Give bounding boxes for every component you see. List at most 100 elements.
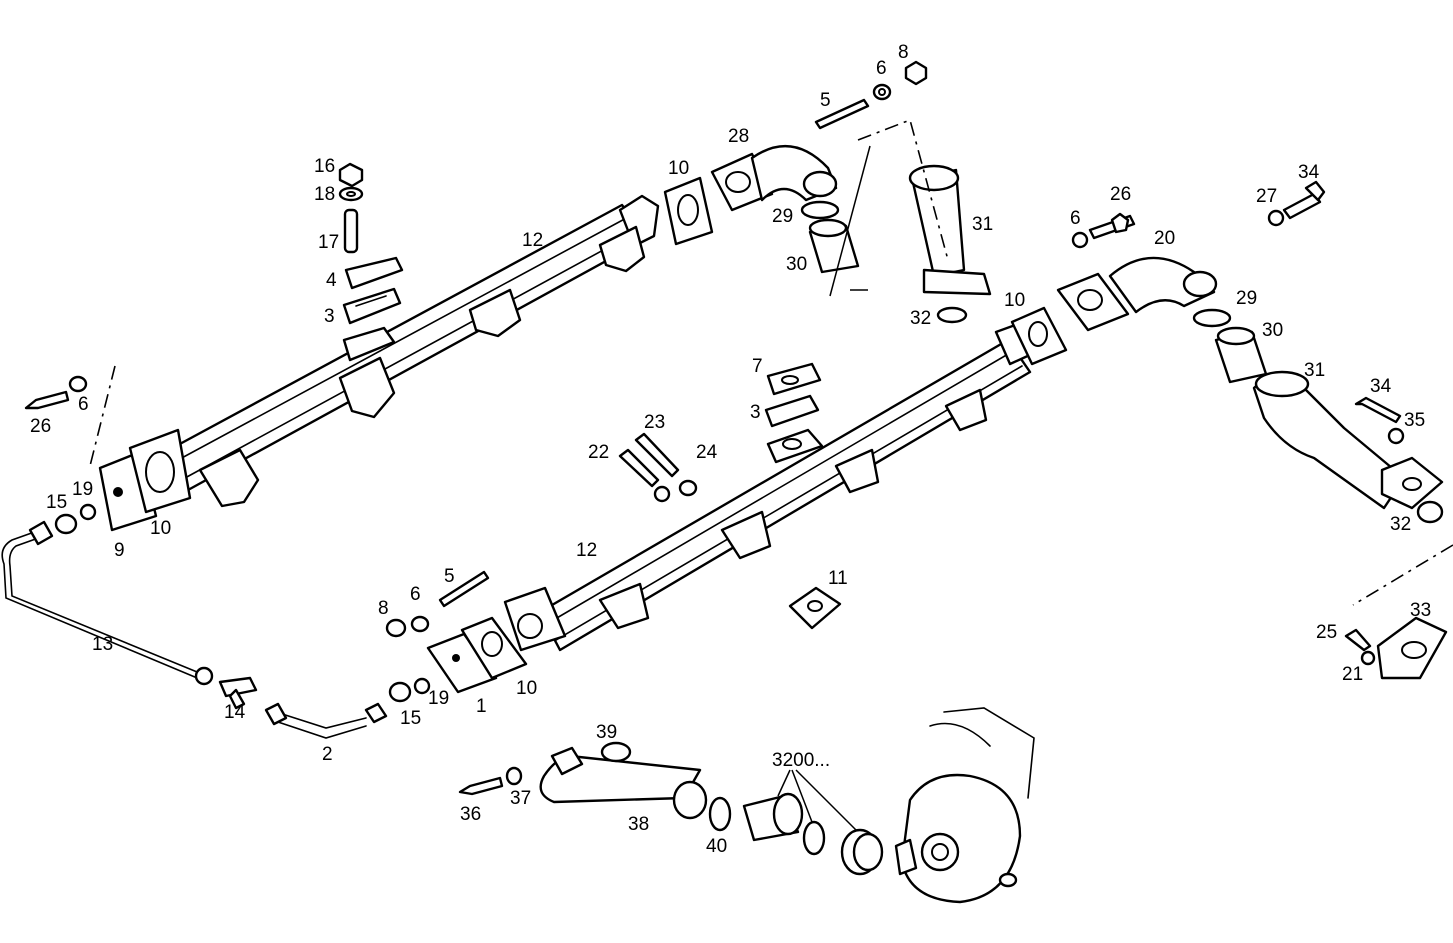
seal-3200	[840, 828, 884, 876]
bolt-26-left	[24, 390, 70, 410]
callout-15-left: 15	[46, 492, 67, 513]
stud-5-lower	[438, 570, 490, 608]
callout-40: 40	[706, 836, 727, 857]
washer-21	[1360, 650, 1376, 666]
callout-5-lower: 5	[444, 566, 455, 587]
washer-6-lower	[410, 615, 430, 633]
callout-23: 23	[644, 412, 665, 433]
callout-10-lower: 10	[516, 678, 537, 699]
washer-19-upper	[79, 503, 97, 521]
washer-27	[1267, 209, 1285, 227]
o-ring-40	[708, 796, 732, 832]
nut-8-top	[904, 60, 928, 86]
ring-32-upper	[936, 306, 968, 324]
dashed-guides	[89, 118, 1453, 606]
washer-35	[1387, 427, 1405, 445]
callout-29-upper: 29	[772, 206, 793, 227]
washer-18	[338, 186, 364, 202]
callout-14: 14	[224, 702, 246, 723]
gasket-10-upper-left	[128, 428, 192, 514]
flange-pad-middle	[766, 428, 824, 464]
washer-37	[505, 766, 523, 786]
ring-29-upper	[800, 200, 840, 220]
callout-15-lower: 15	[400, 708, 421, 729]
callout-6-lower: 6	[410, 584, 421, 605]
callout-36: 36	[460, 804, 481, 825]
callout-9: 9	[114, 540, 125, 561]
callout-34-right: 34	[1370, 376, 1392, 397]
o-ring-3200	[802, 820, 826, 856]
callout-3-middle: 3	[750, 402, 761, 423]
callout-28: 28	[728, 126, 749, 147]
end-flange-lower-left	[503, 586, 567, 652]
callout-32-upper: 32	[910, 308, 931, 329]
fitting-14	[218, 676, 258, 710]
elbow-20	[1056, 256, 1218, 332]
washer-24b	[678, 479, 698, 497]
callout-7: 7	[752, 356, 763, 377]
stud-5-top	[814, 98, 870, 130]
callout-26-right: 26	[1110, 184, 1131, 205]
callout-6-right: 6	[1070, 208, 1081, 229]
gasket-3-upper	[342, 287, 402, 325]
cover-plate-7	[766, 362, 822, 396]
callout-20: 20	[1154, 228, 1175, 249]
callout-1: 1	[476, 696, 487, 717]
callout-39: 39	[596, 722, 617, 743]
washer-6-left	[68, 375, 88, 393]
water-pump-housing	[894, 707, 1035, 904]
sleeve-30-upper	[808, 218, 860, 274]
bolt-26-right	[1088, 212, 1136, 240]
callout-33: 33	[1410, 600, 1431, 621]
callout-31-right: 31	[1304, 360, 1325, 381]
bolt-36	[458, 776, 504, 796]
nut-16	[338, 162, 364, 188]
callout-2: 2	[322, 744, 333, 765]
callout-22: 22	[588, 442, 609, 463]
callout-35: 35	[1404, 410, 1425, 431]
gasket-10-lower	[460, 616, 528, 680]
callout-3200: 3200...	[772, 750, 830, 771]
callout-4: 4	[326, 270, 337, 291]
upper-manifold-pipe	[163, 194, 660, 508]
cover-plate-4	[344, 256, 404, 290]
callout-13: 13	[92, 634, 113, 655]
sleeve-30-right	[1214, 326, 1268, 384]
lower-manifold-pipe	[538, 322, 1034, 652]
elbow-28	[710, 144, 838, 212]
callout-10-upper: 10	[668, 158, 689, 179]
callout-18: 18	[314, 184, 335, 205]
callout-25: 25	[1316, 622, 1337, 643]
callout-32-right: 32	[1390, 514, 1411, 535]
callout-6-top: 6	[876, 58, 887, 79]
washer-24a	[653, 485, 671, 503]
flange-pad-upper	[342, 326, 396, 362]
flange-pad-right	[1380, 456, 1444, 510]
callouts: 26 6 15 19 9 10 16 18 17 4 3 12 10 28 5 …	[30, 42, 1431, 857]
callout-29-right: 29	[1236, 288, 1257, 309]
callout-5-top: 5	[820, 90, 831, 111]
sleeve-3200	[742, 792, 804, 842]
bolt-25	[1344, 628, 1372, 652]
union-15-lower	[388, 681, 412, 703]
callout-19-left: 19	[72, 479, 93, 500]
callout-8-top: 8	[898, 42, 909, 63]
flange-plate-1	[426, 632, 498, 694]
washer-6-top	[872, 83, 892, 101]
callout-24: 24	[696, 442, 718, 463]
callout-10-right: 10	[1004, 290, 1025, 311]
callout-12-lower: 12	[576, 540, 597, 561]
leaders-3200	[777, 769, 857, 831]
gasket-11	[788, 586, 842, 630]
tube-2	[264, 702, 388, 739]
callout-16: 16	[314, 156, 335, 177]
callout-26-left: 26	[30, 416, 51, 437]
bolt-34-right	[1354, 396, 1402, 424]
ring-32-right	[1416, 500, 1444, 524]
union-15-upper	[54, 513, 78, 535]
pipe-31-upper	[908, 164, 992, 296]
stud-17	[343, 208, 359, 254]
callout-19-lower: 19	[428, 688, 449, 709]
washer-6-right	[1071, 231, 1089, 249]
gasket-3-middle	[764, 394, 820, 428]
